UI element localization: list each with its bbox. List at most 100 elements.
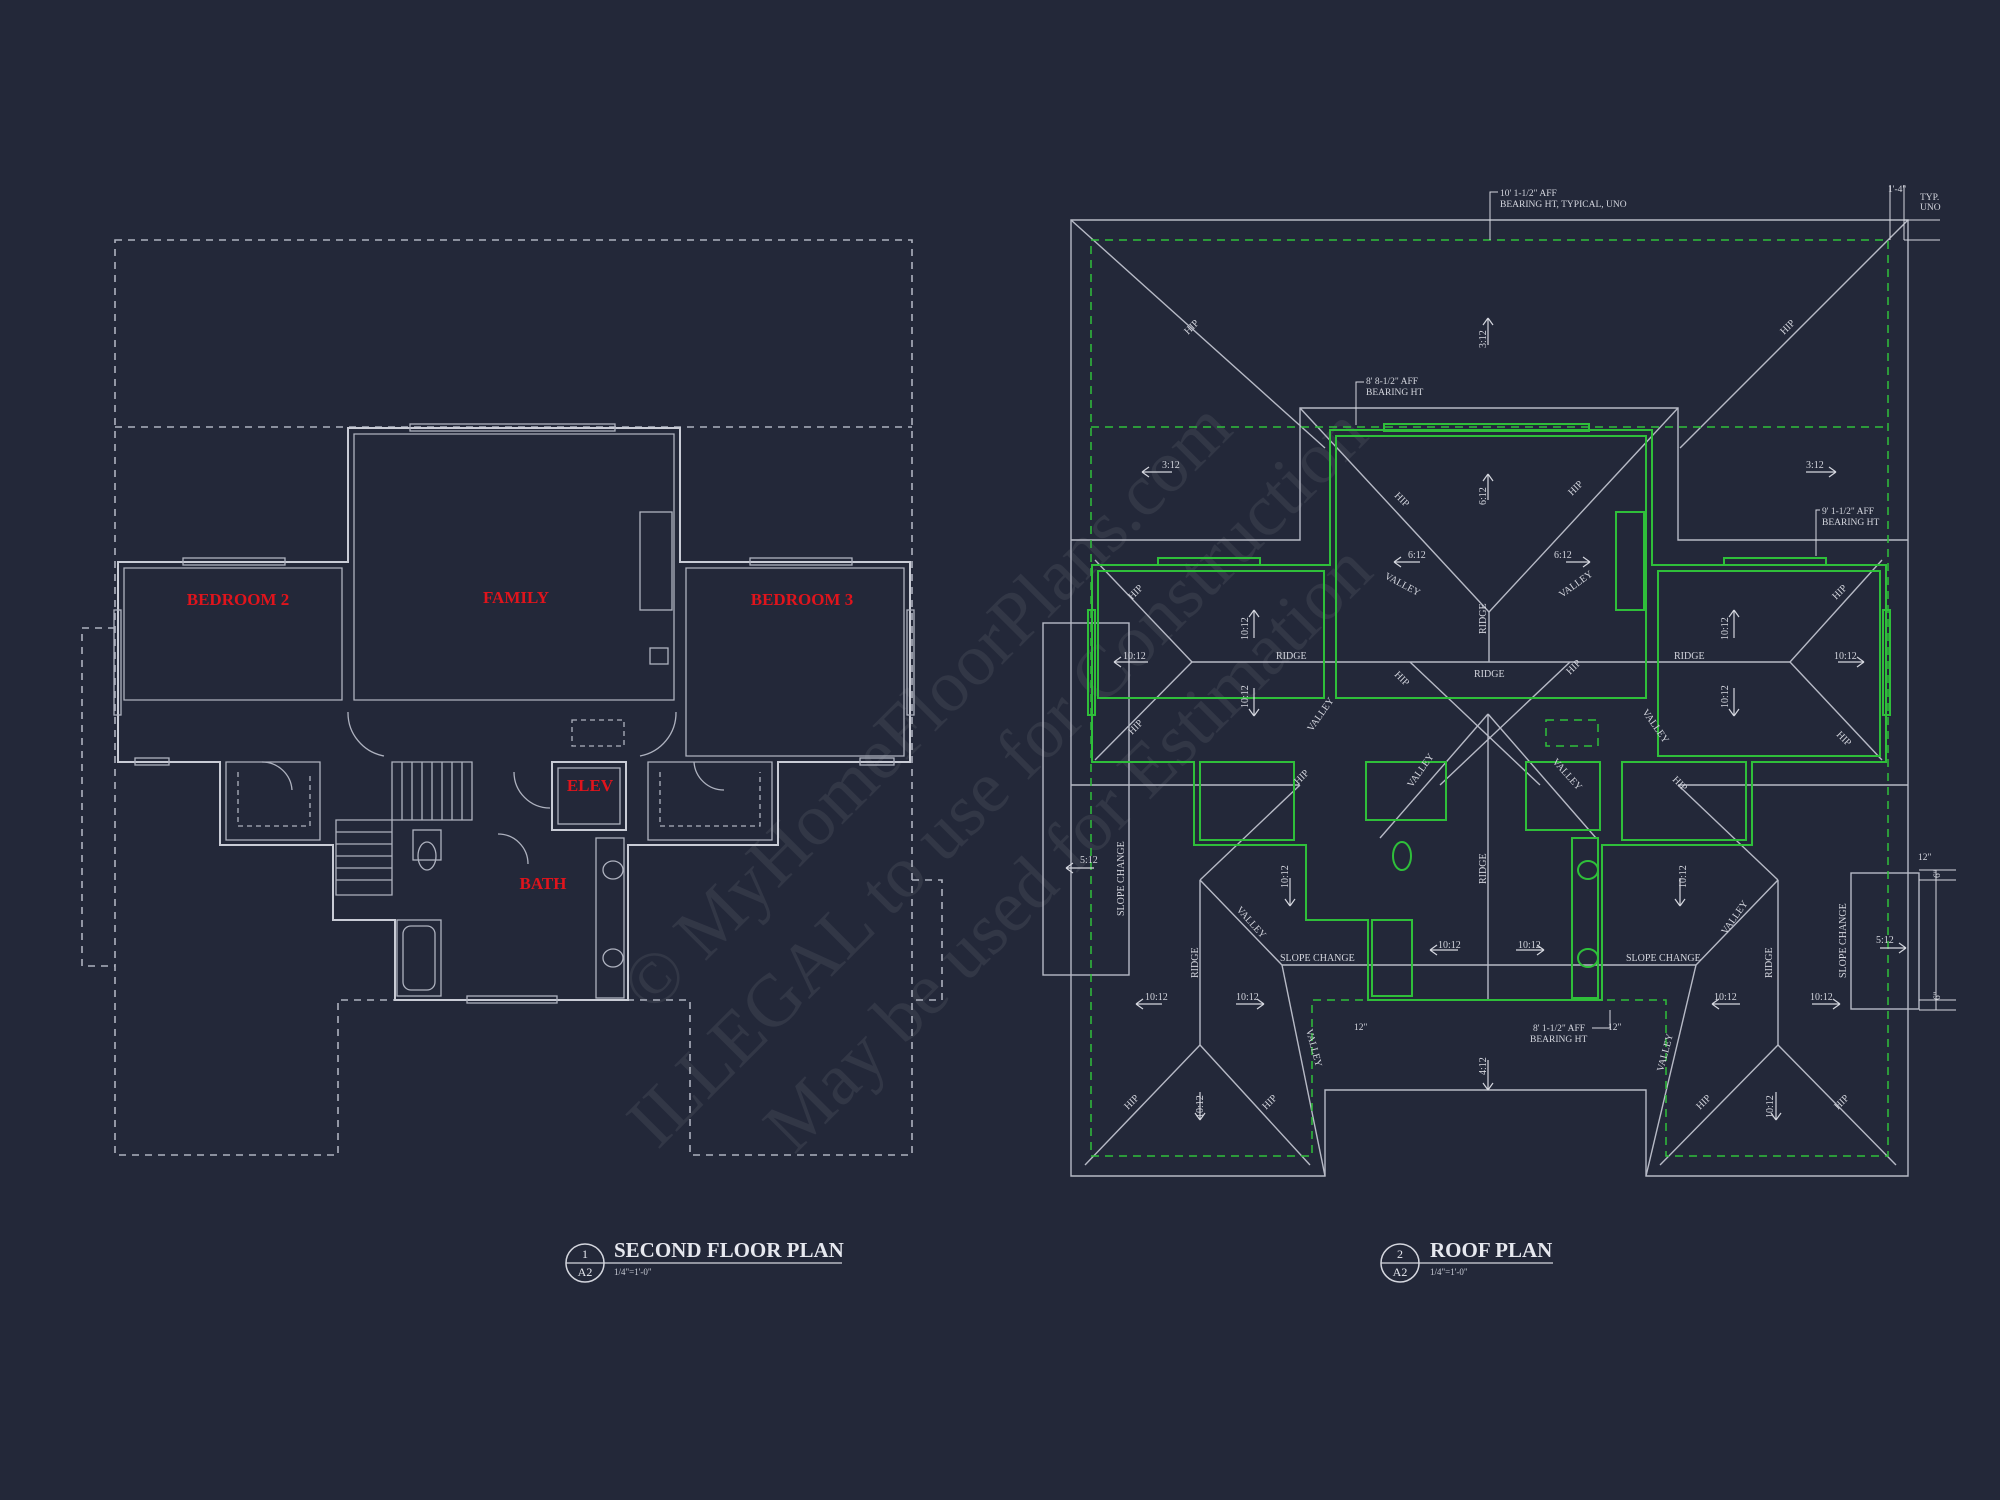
room-label-family: FAMILY: [483, 588, 549, 607]
left-bump-dashed: [81, 627, 115, 967]
pitch-6-12-top: 6:12: [1478, 487, 1489, 505]
valley-label-10: VALLEY: [1655, 1033, 1676, 1073]
hip-label-15: HIP: [1694, 1093, 1713, 1112]
hip-label-11: HIP: [1292, 768, 1311, 787]
pitch-10-12-p: 10:12: [1678, 865, 1689, 888]
lower-floor-outline: [114, 239, 913, 1156]
ridge-label-1: RIDGE: [1276, 651, 1307, 662]
title-roof-plan: ROOF PLAN: [1430, 1238, 1552, 1262]
ridge-label-4: RIDGE: [1478, 603, 1489, 634]
pitch-10-12-n: 10:12: [1765, 1095, 1776, 1118]
stairs: [335, 761, 473, 896]
hip-label-9: HIP: [1392, 669, 1411, 688]
family-inner: [353, 433, 675, 701]
pitch-10-12-c: 10:12: [1240, 617, 1251, 640]
pitch-6-12-left: 6:12: [1408, 550, 1426, 561]
slope-change-label-3: SLOPE CHANGE: [1116, 841, 1127, 916]
pitch-10-12-a: 10:12: [1123, 651, 1146, 662]
ridge-label-3: RIDGE: [1674, 651, 1705, 662]
pitch-10-12-e: 10:12: [1720, 617, 1731, 640]
title-2-sheet: A2: [1393, 1265, 1408, 1279]
valley-label-1: VALLEY: [1383, 571, 1422, 599]
hip-label-3: HIP: [1392, 490, 1411, 509]
pitch-10-12-f: 10:12: [1720, 685, 1731, 708]
hip-label-8: HIP: [1834, 729, 1853, 748]
valley-label-2: VALLEY: [1557, 569, 1595, 601]
bearing-right-line2: BEARING HT: [1822, 518, 1879, 528]
bearing-bottom-line2: BEARING HT: [1530, 1035, 1587, 1045]
hip-label-2: HIP: [1778, 318, 1797, 337]
slope-change-box-left: [1042, 622, 1130, 976]
closet-left: [225, 761, 321, 841]
slope-change-box-right: [1850, 872, 1920, 1010]
bedroom2-inner: [123, 567, 343, 701]
bearing-bottom-line1: 8' 1-1/2" AFF: [1533, 1024, 1585, 1034]
watermark-line-2: ILLEGAL to use for Construction: [612, 392, 1383, 1163]
slope-change-label-2: SLOPE CHANGE: [1626, 953, 1701, 964]
hip-label-16: HIP: [1832, 1093, 1851, 1112]
pitch-5-12-right: 5:12: [1876, 935, 1894, 946]
room-label-bedroom-3: BEDROOM 3: [751, 590, 853, 609]
elevator: [551, 761, 627, 831]
pitch-4-12: 4:12: [1478, 1057, 1489, 1075]
room-label-elev: ELEV: [567, 776, 614, 795]
typ-line2: UNO: [1920, 203, 1941, 213]
pitch-10-12-i: 10:12: [1145, 992, 1168, 1003]
hip-label-4: HIP: [1566, 479, 1585, 498]
second-floor-plan: BEDROOM 2 FAMILY BEDROOM 3 ELEV BATH 1 A…: [81, 239, 943, 1283]
pitch-10-12-h: 10:12: [1518, 940, 1541, 951]
windows: [113, 423, 915, 1004]
roof-upper-step: [1071, 407, 1908, 541]
room-label-bath: BATH: [520, 874, 567, 893]
ridge-label-5: RIDGE: [1478, 853, 1489, 884]
slope-change-label-1: SLOPE CHANGE: [1280, 953, 1355, 964]
pitch-10-12-d: 10:12: [1240, 685, 1251, 708]
title-2-scale: 1/4"=1'-0": [1430, 1267, 1468, 1277]
watermark: © MyHomeFloorPlans.com ILLEGAL to use fo…: [606, 386, 1388, 1168]
ridge-label-7: RIDGE: [1764, 947, 1775, 978]
roof-hips-and-valleys: [1070, 219, 1909, 1177]
roof-outline: [1070, 219, 1909, 1177]
valley-label-5: VALLEY: [1405, 752, 1436, 790]
dim-12-right: 12": [1918, 853, 1932, 863]
room-label-bedroom-2: BEDROOM 2: [187, 590, 289, 609]
bedroom3-inner: [685, 567, 905, 757]
dim-12-left: 12": [1354, 1023, 1368, 1033]
pitch-arrows: [1065, 317, 1907, 1121]
valley-label-3: VALLEY: [1305, 696, 1336, 734]
ridge-label-6: RIDGE: [1190, 947, 1201, 978]
pitch-3-12-left: 3:12: [1162, 460, 1180, 471]
pitch-10-12-g: 10:12: [1438, 940, 1461, 951]
closet-right-rod: [659, 772, 761, 827]
valley-label-8: VALLEY: [1719, 899, 1750, 937]
watermark-line-3: May be used for Estimation: [748, 528, 1387, 1167]
pitch-3-12-right: 3:12: [1806, 460, 1824, 471]
pitch-5-12-left: 5:12: [1080, 855, 1098, 866]
bearing-mid-line1: 8' 8-1/2" AFF: [1366, 377, 1418, 387]
pitch-6-12-right: 6:12: [1554, 550, 1572, 561]
second-floor-walls: [117, 427, 911, 1001]
typ-line1: TYP.: [1920, 193, 1939, 203]
bearing-top-line2: BEARING HT, TYPICAL, UNO: [1500, 200, 1627, 210]
valley-label-4: VALLEY: [1640, 707, 1671, 745]
pitch-10-12-b: 10:12: [1834, 651, 1857, 662]
bearing-right-line1: 9' 1-1/2" AFF: [1822, 507, 1874, 517]
valley-label-9: VALLEY: [1303, 1028, 1324, 1068]
dim-1-4: 1'-4": [1888, 185, 1906, 195]
bearing-top-line1: 10' 1-1/2" AFF: [1500, 189, 1557, 199]
roof-plan-title-block: 2 A2 ROOF PLAN 1/4"=1'-0": [1380, 1238, 1553, 1283]
closet-left-rod: [237, 772, 311, 827]
valley-label-7: VALLEY: [1234, 905, 1268, 941]
pitch-10-12-l: 10:12: [1810, 992, 1833, 1003]
hip-label-10: HIP: [1564, 658, 1583, 677]
title-2-number: 2: [1397, 1247, 1403, 1261]
dim-12-mid: 12": [1608, 1023, 1622, 1033]
dim-6-b: 6": [1933, 991, 1943, 1000]
title-1-number: 1: [582, 1247, 588, 1261]
family-builtins: [571, 511, 673, 747]
slope-change-label-4: SLOPE CHANGE: [1838, 903, 1849, 978]
green-wall-overlay: [1087, 239, 1891, 1157]
right-bump-dashed: [912, 879, 943, 1001]
dim-6-a: 6": [1933, 869, 1943, 878]
